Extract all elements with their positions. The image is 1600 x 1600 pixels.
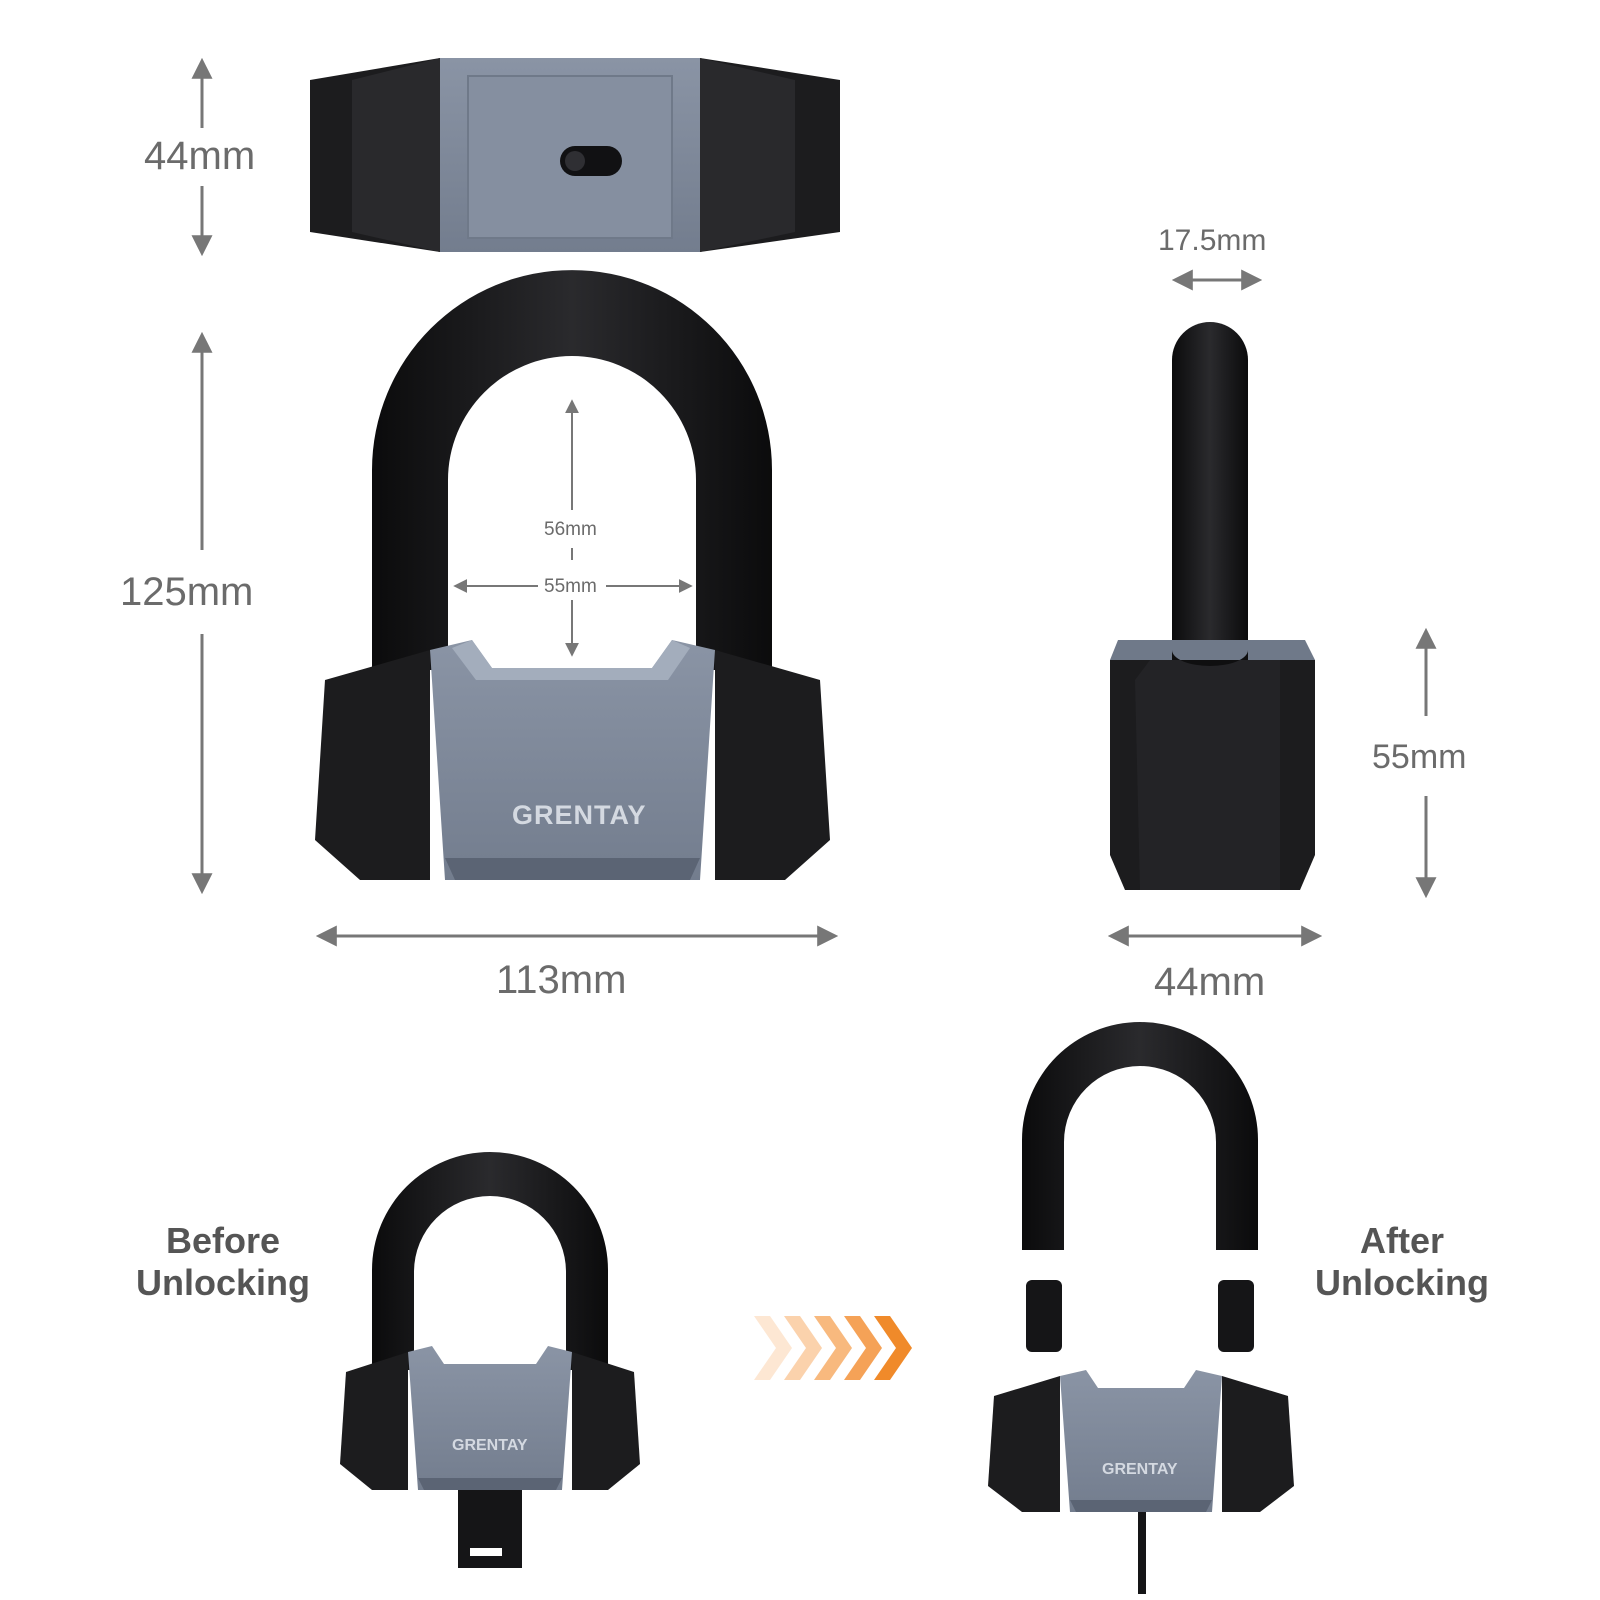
- before-unlocking-lock: [340, 1152, 640, 1568]
- total-height-label: 125mm: [120, 570, 254, 614]
- after-unlocking-lock: [988, 1022, 1294, 1594]
- key-icon: [458, 1490, 522, 1568]
- shackle-inner-height-label: 56mm: [544, 519, 597, 540]
- after-caption-line2: Unlocking: [1314, 1262, 1489, 1303]
- brand-logo-before: GRENTAY: [452, 1437, 528, 1454]
- front-view-lock: [315, 270, 830, 880]
- before-caption-line2: Unlocking: [135, 1262, 310, 1303]
- shackle-diameter-label: 17.5mm: [1158, 224, 1267, 257]
- shackle-inner-width-label: 55mm: [544, 576, 597, 597]
- brand-logo-after: GRENTAY: [1102, 1461, 1178, 1478]
- before-caption-line1: Before: [165, 1220, 281, 1261]
- keyhole-icon: [560, 146, 622, 176]
- brand-logo-front: GRENTAY: [512, 800, 647, 830]
- after-unlocking-caption: After Unlocking: [1296, 1220, 1508, 1304]
- chevron-right-icon: [754, 1316, 912, 1380]
- after-caption-line1: After: [1359, 1220, 1444, 1261]
- top-height-label: 44mm: [144, 134, 256, 178]
- body-width-label: 113mm: [496, 958, 627, 1002]
- before-unlocking-caption: Before Unlocking: [118, 1220, 328, 1304]
- top-view-lock: [310, 58, 840, 252]
- side-view-lock: [1110, 322, 1315, 890]
- body-depth-label: 44mm: [1154, 960, 1266, 1004]
- body-height-label: 55mm: [1372, 738, 1467, 776]
